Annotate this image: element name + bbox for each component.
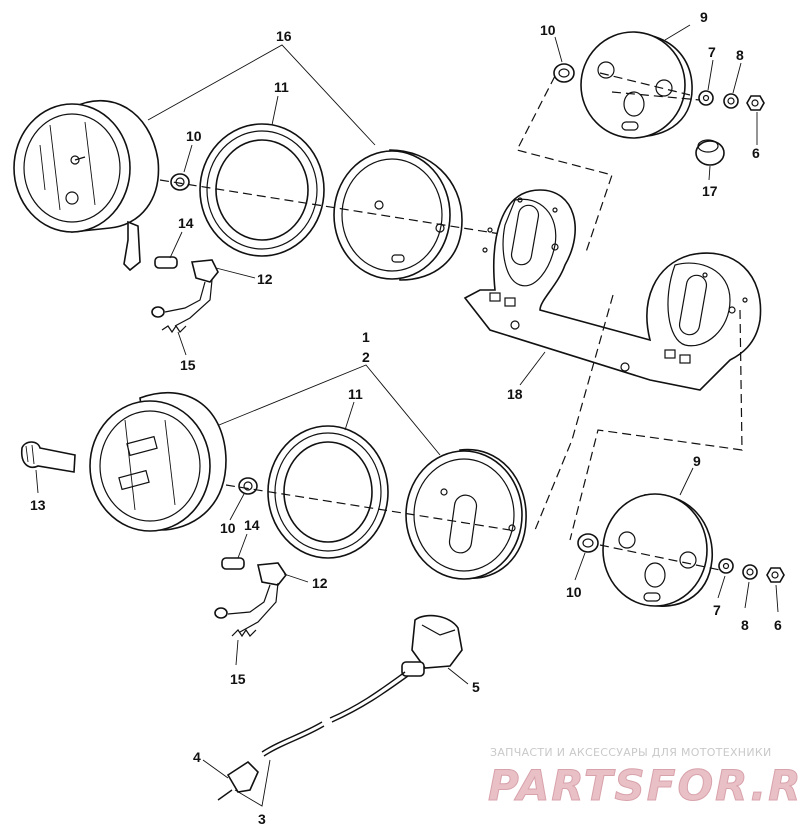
label-10-lower-left: 10 <box>220 520 236 536</box>
lower-washers-nut <box>718 558 785 583</box>
label-14-upper: 14 <box>178 215 194 231</box>
watermark-brand: PARTSFOR.RU <box>488 761 800 810</box>
label-10-upper-left: 10 <box>186 128 202 144</box>
lower-plate-axis <box>599 544 721 571</box>
label-11-upper: 11 <box>274 79 289 95</box>
label-6-lower: 6 <box>774 617 782 633</box>
watermark-tagline: ЗАПЧАСТИ И АКСЕССУАРЫ ДЛЯ МОТОТЕХНИКИ <box>490 746 772 759</box>
lower-gauge <box>89 392 227 532</box>
leader-lines <box>35 24 779 807</box>
mounting-bracket <box>463 189 762 391</box>
lower-axis-line <box>225 484 511 531</box>
upper-dash-link <box>516 75 613 256</box>
label-15-lower: 15 <box>230 671 246 687</box>
label-14-lower: 14 <box>244 517 260 533</box>
upper-bezel-ring <box>199 123 325 257</box>
part-labels: 16 11 10 14 12 15 9 10 7 8 6 17 18 1 2 1… <box>30 9 782 827</box>
lower-bulb-socket-wire <box>214 557 287 638</box>
upper-grommet-left <box>170 173 190 191</box>
label-10-upper-right: 10 <box>540 22 556 38</box>
label-17: 17 <box>702 183 718 199</box>
lower-mounting-plate <box>602 493 713 607</box>
label-7-upper: 7 <box>708 44 716 60</box>
watermark: ЗАПЧАСТИ И АКСЕССУАРЫ ДЛЯ МОТОТЕХНИКИ PA… <box>488 746 800 811</box>
label-2: 2 <box>362 349 370 365</box>
speedometer-cable <box>217 614 463 801</box>
label-7-lower: 7 <box>713 602 721 618</box>
label-6-upper: 6 <box>752 145 760 161</box>
upper-bulb-socket-wire <box>151 256 219 334</box>
label-4: 4 <box>193 749 201 765</box>
label-16: 16 <box>276 28 292 44</box>
lower-grommet-left <box>238 477 258 495</box>
label-15-upper: 15 <box>180 357 196 373</box>
upper-washers-nut <box>698 90 765 111</box>
upper-grommet-right <box>553 63 575 83</box>
lower-bezel-ring <box>267 425 389 559</box>
label-18: 18 <box>507 386 523 402</box>
label-12-lower: 12 <box>312 575 328 591</box>
label-11-lower: 11 <box>348 386 363 402</box>
label-8-upper: 8 <box>736 47 744 63</box>
upper-gauge-cup <box>333 149 463 281</box>
lower-dash-link <box>534 294 614 531</box>
upper-plate-axis <box>599 72 691 96</box>
label-9-lower: 9 <box>693 453 701 469</box>
upper-spacer <box>695 139 725 166</box>
label-1: 1 <box>362 329 370 345</box>
label-10-lower-right: 10 <box>566 584 582 600</box>
label-3: 3 <box>258 811 266 827</box>
label-12-upper: 12 <box>257 271 273 287</box>
lower-gauge-cup <box>405 448 527 580</box>
lower-drive-adapter <box>20 441 76 473</box>
upper-gauge <box>13 99 160 272</box>
label-5: 5 <box>472 679 480 695</box>
label-9-upper: 9 <box>700 9 708 25</box>
lower-dash-link-2 <box>569 309 743 541</box>
lower-grommet-right <box>577 533 599 553</box>
upper-dash-link-2 <box>611 91 701 101</box>
upper-mounting-plate <box>580 31 693 139</box>
label-8-lower: 8 <box>741 617 749 633</box>
label-13: 13 <box>30 497 46 513</box>
